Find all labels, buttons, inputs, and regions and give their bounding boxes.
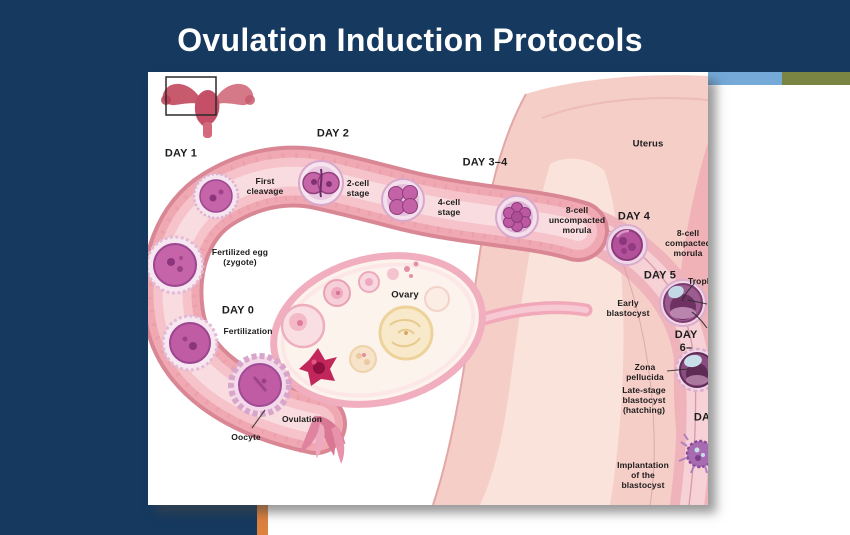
- label-eight-cell-uncompacted: 8-cell uncompacted morula: [548, 204, 606, 236]
- oocyte-cell: [228, 353, 292, 417]
- label-day1: DAY 1: [164, 147, 198, 160]
- ruptured-follicle: [299, 348, 337, 386]
- zygote-cell: [148, 235, 205, 295]
- label-early-blastocyst: Early blastocyst: [606, 297, 650, 318]
- embryo-development-illustration: [148, 75, 708, 505]
- inset-highlight-box: [165, 76, 217, 116]
- ovarian-follicles: [280, 261, 450, 386]
- label-fertilized-egg: Fertilized egg (zygote): [211, 246, 269, 267]
- fimbriae: [299, 415, 346, 464]
- label-oocyte: Oocyte: [231, 431, 261, 442]
- uterus-inset-icon: [161, 76, 255, 138]
- accent-bar-blue: [707, 72, 782, 85]
- label-trophoblast-partial: Troph: [687, 275, 708, 286]
- label-fertilization: Fertilization: [223, 325, 273, 336]
- label-four-cell-stage: 4-cell stage: [437, 196, 461, 217]
- label-day4: DAY 4: [617, 210, 651, 223]
- label-zona-pellucida: Zona pellucida: [626, 361, 664, 382]
- day0-fertilized-cell: [161, 314, 219, 372]
- label-implantation: Implantation of the blastocyst: [617, 459, 669, 491]
- label-first-cleavage: First cleavage: [246, 175, 284, 196]
- implantation-blastocyst: [678, 433, 708, 474]
- day1-embryo: [192, 172, 240, 220]
- page-title: Ovulation Induction Protocols: [177, 22, 643, 58]
- label-day3-4: DAY 3–4: [462, 156, 508, 169]
- label-ovary: Ovary: [391, 289, 419, 301]
- label-late-stage-blastocyst: Late-stage blastocyst (hatching): [622, 384, 666, 416]
- eight-cell-compacted-morula: [606, 224, 648, 266]
- top-banner: [0, 0, 850, 72]
- diagram-card: DAY 2 DAY 1 First cleavage 2-cell stage …: [148, 72, 708, 505]
- eight-cell-uncompacted-morula: [495, 195, 539, 239]
- label-day7-partial: DA: [693, 411, 708, 424]
- two-cell-embryo: [298, 160, 344, 206]
- label-ovulation: Ovulation: [281, 413, 323, 424]
- accent-bar-olive: [782, 72, 850, 85]
- four-cell-embryo: [381, 178, 425, 222]
- label-day2: DAY 2: [316, 127, 350, 140]
- label-uterus: Uterus: [632, 138, 664, 150]
- label-eight-cell-compacted: 8-cell compacted morula: [665, 227, 708, 259]
- label-day6: DAY 6–: [674, 329, 698, 354]
- ovary: [270, 252, 593, 408]
- pointer-lines: [251, 283, 708, 429]
- label-two-cell-stage: 2-cell stage: [346, 177, 370, 198]
- day6-blastocyst: [674, 347, 708, 393]
- label-day0: DAY 0: [221, 304, 255, 317]
- label-day5: DAY 5: [643, 269, 677, 282]
- accent-bar-orange: [257, 505, 268, 535]
